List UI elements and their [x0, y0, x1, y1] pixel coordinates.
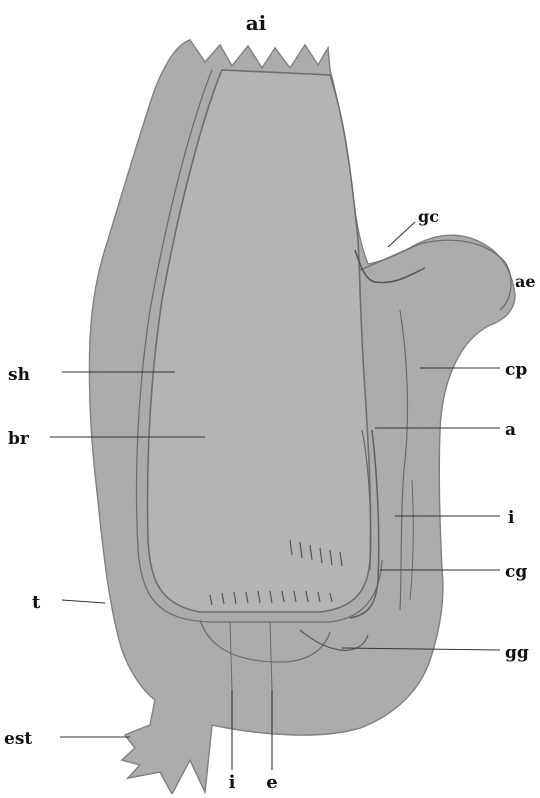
- label-i-bottom: i: [229, 772, 236, 793]
- label-ae: ae: [515, 272, 536, 291]
- label-ai: ai: [246, 11, 267, 35]
- label-t: t: [32, 592, 41, 613]
- label-gc: gc: [418, 207, 439, 226]
- label-i-right: i: [508, 508, 515, 528]
- label-e: e: [266, 772, 277, 793]
- label-sh: sh: [8, 365, 30, 385]
- label-cg: cg: [505, 562, 527, 582]
- label-est: est: [4, 729, 32, 749]
- label-a: a: [505, 420, 516, 440]
- label-cp: cp: [505, 360, 527, 380]
- label-gg: gg: [505, 643, 529, 663]
- label-br: br: [8, 429, 30, 449]
